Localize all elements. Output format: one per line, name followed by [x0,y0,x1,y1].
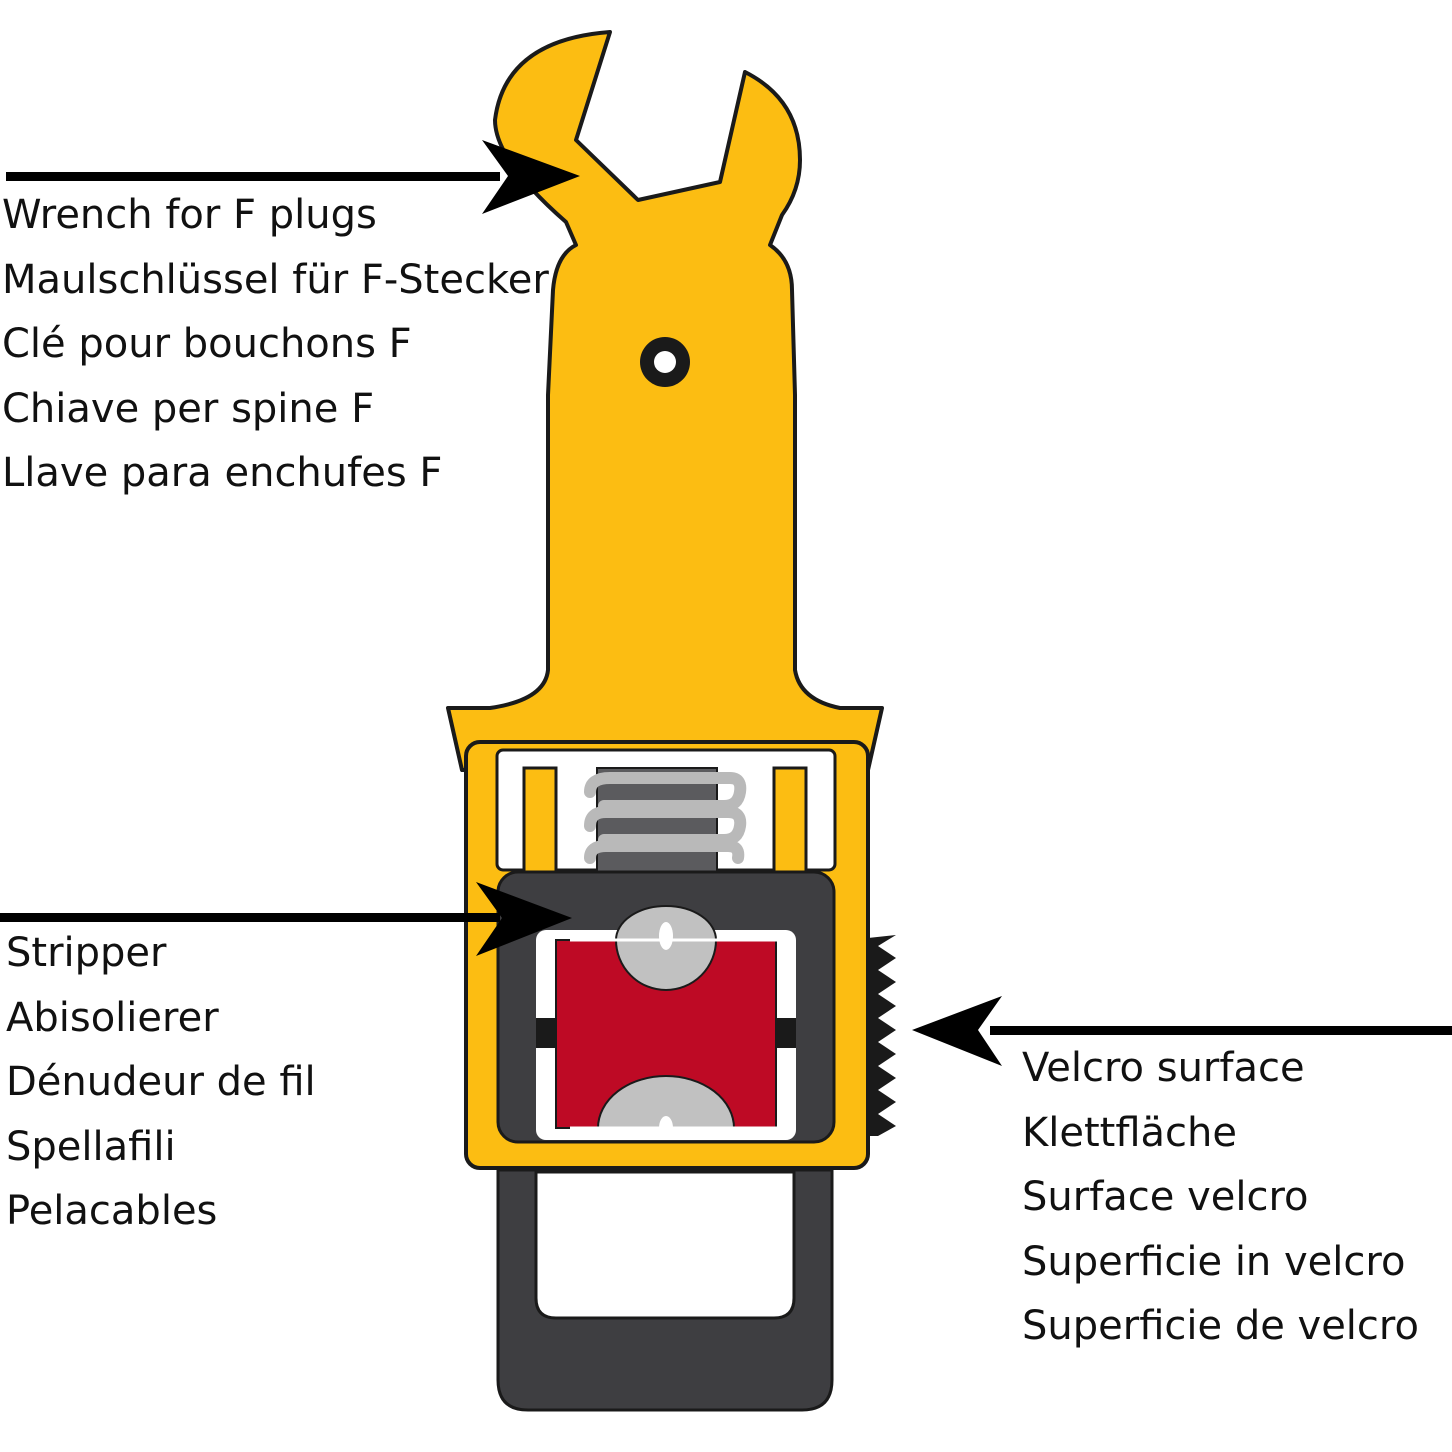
stripper-callout-labels: Stripper Abisolierer Dénudeur de fil Spe… [6,921,316,1244]
pivot-hole-center [654,351,676,373]
adjust-screw [596,767,718,879]
wrench-callout-labels: Wrench for F plugs Maulschlüssel für F-S… [2,183,549,506]
stripper-label-en: Stripper [6,930,167,976]
stripper-label-fr: Dénudeur de fil [6,1059,316,1105]
arrow-left-icon [912,996,1452,1066]
arrow-right-icon [6,140,580,214]
velcro-label-en: Velcro surface [1022,1045,1305,1091]
stripper-label-de: Abisolierer [6,994,219,1041]
velcro-strip [868,935,896,1136]
wrench-label-it: Chiave per spine F [2,385,375,432]
velcro-callout-labels: Velcro surface Klettfläche Surface velcr… [1022,1036,1419,1359]
blade-slot-top [659,922,673,950]
wrench-label-de: Maulschlüssel für F-Stecker [2,256,549,303]
arrow-right-icon [0,882,572,956]
frame-rail-left [522,766,558,874]
wrench-label-en: Wrench for F plugs [2,192,377,238]
compression-spring [584,772,747,864]
velcro-label-es: Superficie de velcro [1022,1303,1419,1349]
stripper-label-it: Spellafili [6,1123,176,1170]
wrench-label-es: Llave para enchufes F [2,450,443,496]
handle-loop [496,1168,834,1412]
wrench-label-fr: Clé pour bouchons F [2,321,412,367]
frame-rail-right [772,766,808,874]
blade-slot-bottom [659,1116,673,1140]
velcro-label-de: Klettfläche [1022,1109,1237,1156]
stripper-label-es: Pelacables [6,1188,218,1234]
velcro-label-it: Superficie in velcro [1022,1238,1406,1285]
lower-blade [596,1075,736,1129]
velcro-label-fr: Surface velcro [1022,1174,1309,1220]
wrench-body [446,30,884,772]
